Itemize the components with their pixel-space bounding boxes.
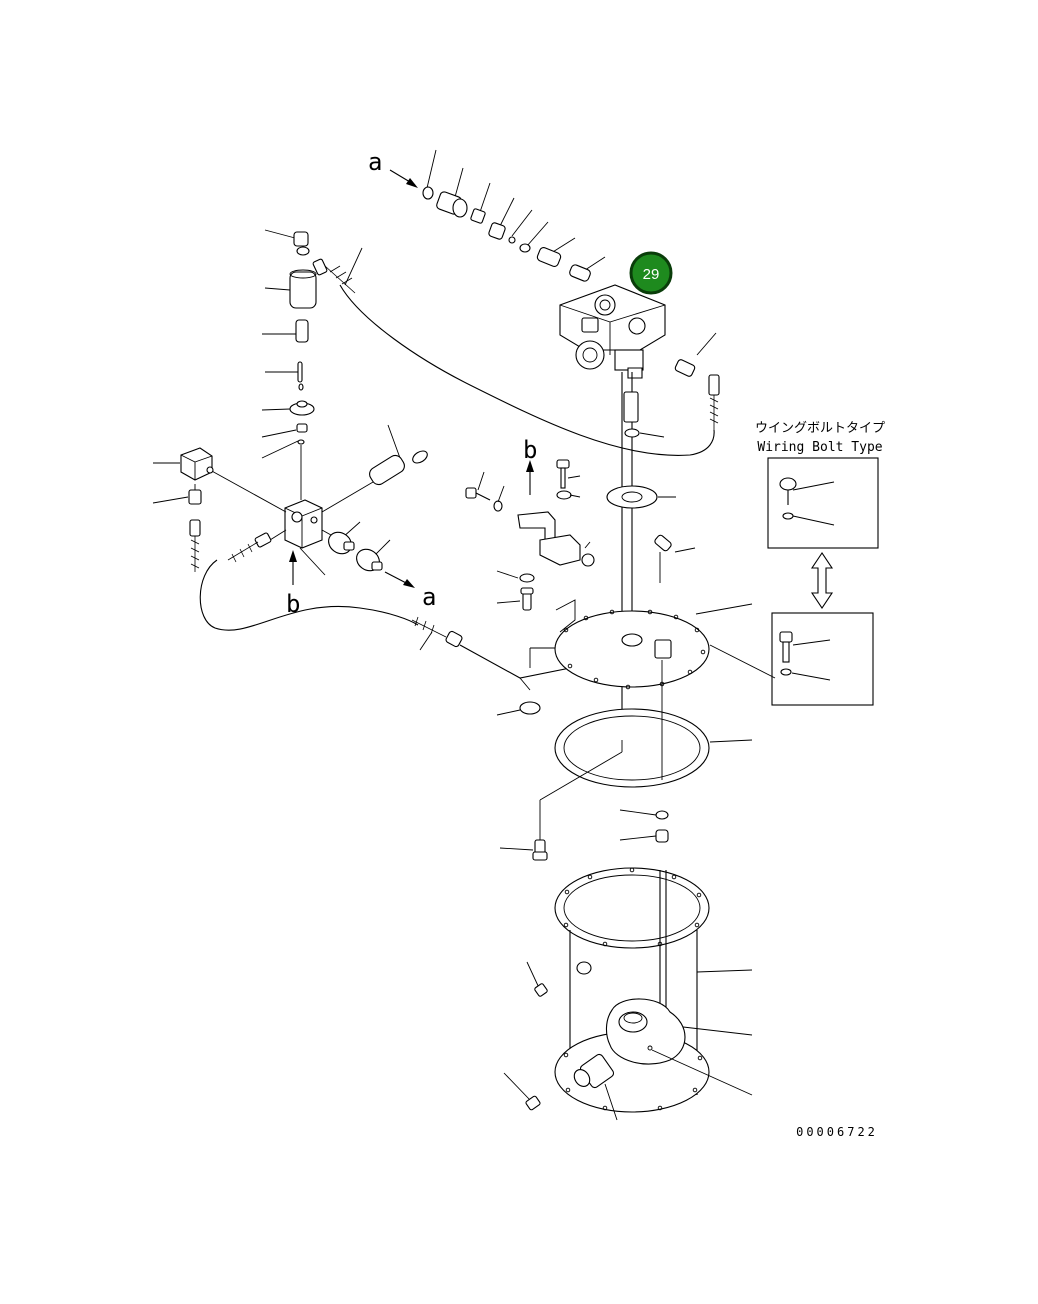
arrow-b-center-label: b: [523, 436, 537, 464]
tank-body: [503, 867, 753, 1121]
arrow-a-top-label: a: [368, 148, 382, 176]
inset-title-jp: ウイングボルトタイプ: [755, 421, 885, 436]
arrow-a-bottom-label: a: [422, 583, 436, 611]
manifold-block: b: [209, 469, 386, 618]
gasket-ring-upper: [499, 660, 753, 861]
lower-left-fitting: [227, 532, 272, 563]
standard-bolt-inset: [709, 612, 874, 706]
double-arrow: [810, 552, 834, 609]
callout-badge[interactable]: 29: [629, 251, 673, 295]
valve-block-assembly: [559, 284, 720, 430]
filter-cylinder: [369, 424, 428, 486]
top-fitting-chain: a: [368, 148, 606, 282]
solenoid-parts: [152, 447, 214, 572]
lower-fitting-chain: a: [328, 521, 463, 651]
wing-bolt-inset: ウイングボルトタイプ Wiring Bolt Type: [755, 421, 885, 549]
inset-title-en: Wiring Bolt Type: [757, 440, 882, 455]
arrow-b-left-label: b: [286, 590, 300, 618]
drawing-number: 00006722: [796, 1125, 878, 1139]
bracket-assembly: b: [465, 436, 696, 611]
callout-number: 29: [643, 266, 660, 283]
tank-top-cover: [496, 599, 753, 716]
center-pipe: [606, 372, 676, 740]
left-parts-stack: [261, 229, 317, 500]
